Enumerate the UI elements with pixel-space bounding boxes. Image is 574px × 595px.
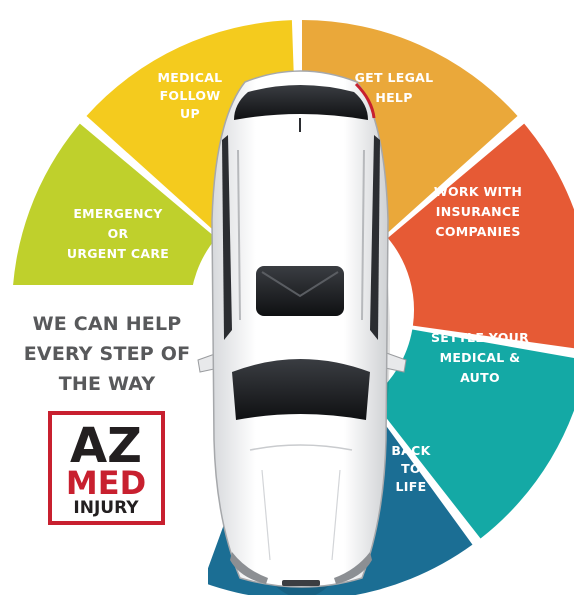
rear-window bbox=[234, 85, 368, 120]
tagline: WE CAN HELP EVERY STEP OF THE WAY bbox=[24, 313, 191, 395]
segment-label-emergency: EMERGENCY OR URGENT CARE bbox=[67, 206, 169, 261]
segment-label-line: EMERGENCY bbox=[73, 206, 163, 221]
segment-label-line: HELP bbox=[375, 90, 412, 105]
right-headlight bbox=[334, 552, 372, 584]
segment-label-line: URGENT CARE bbox=[67, 246, 169, 261]
car-top-view bbox=[197, 70, 407, 595]
grille bbox=[282, 580, 320, 586]
logo-frame bbox=[48, 411, 165, 525]
segment-label-line: INSURANCE bbox=[436, 204, 520, 219]
segment-settle bbox=[370, 329, 574, 539]
segment-label-line: MEDICAL & bbox=[440, 350, 521, 365]
segment-label-line: LIFE bbox=[396, 479, 427, 494]
sunroof bbox=[256, 266, 344, 316]
left-headlight bbox=[230, 552, 268, 584]
car-body bbox=[211, 70, 389, 588]
segment-labels: EMERGENCY OR URGENT CARE MEDICAL FOLLOW UP GET… bbox=[67, 70, 529, 494]
segment-label-line: GET LEGAL bbox=[355, 70, 434, 85]
tagline-line-1: WE CAN HELP bbox=[33, 313, 182, 335]
logo-injury-text: INJURY bbox=[73, 498, 139, 518]
segment-label-line: UP bbox=[180, 106, 200, 121]
logo-med-text: MED bbox=[66, 464, 146, 502]
segment-label-line: MEDICAL bbox=[158, 70, 223, 85]
segment-emergency bbox=[12, 123, 217, 311]
az-med-injury-logo: AZ MED INJURY bbox=[48, 411, 165, 525]
segment-label-line: OR bbox=[108, 226, 129, 241]
tagline-line-3: THE WAY bbox=[59, 373, 156, 395]
logo-az-text: AZ bbox=[70, 418, 142, 474]
segment-label-insurance: WORK WITH INSURANCE COMPANIES bbox=[434, 184, 522, 239]
segment-label-legal-help: GET LEGAL HELP bbox=[355, 70, 434, 105]
right-side-glass bbox=[370, 135, 380, 340]
segment-insurance bbox=[387, 123, 574, 349]
segment-label-line: BACK bbox=[391, 443, 431, 458]
segment-label-back-to-life: BACK TO LIFE bbox=[391, 443, 431, 494]
tagline-line-2: EVERY STEP OF bbox=[24, 343, 191, 365]
segment-label-settle: SETTLE YOUR MEDICAL & AUTO bbox=[431, 330, 529, 385]
segment-label-line: FOLLOW bbox=[160, 88, 221, 103]
windshield bbox=[232, 359, 370, 420]
segment-label-line: TO bbox=[401, 461, 421, 476]
left-side-glass bbox=[222, 135, 232, 340]
segment-label-line: SETTLE YOUR bbox=[431, 330, 529, 345]
segment-label-line: AUTO bbox=[460, 370, 500, 385]
segment-label-line: COMPANIES bbox=[435, 224, 520, 239]
segment-label-medical-follow-up: MEDICAL FOLLOW UP bbox=[158, 70, 223, 121]
segment-label-line: WORK WITH bbox=[434, 184, 522, 199]
